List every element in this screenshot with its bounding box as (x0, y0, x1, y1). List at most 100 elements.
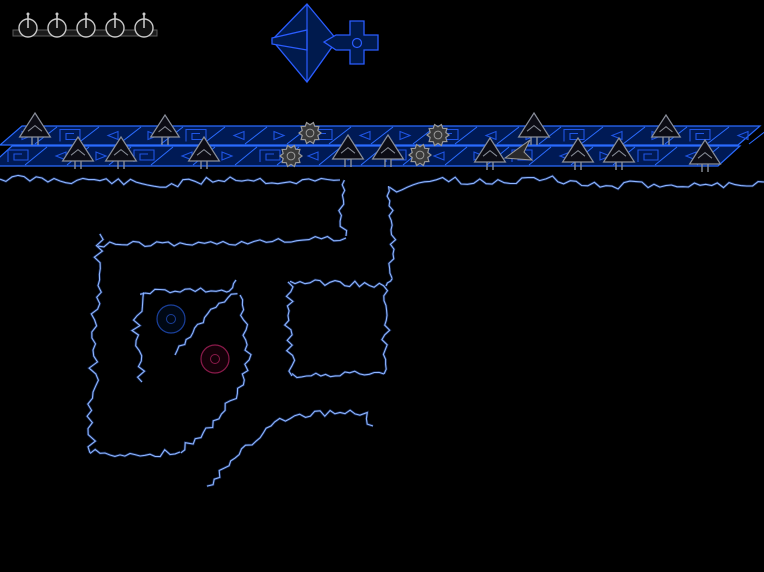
tree-branch (570, 149, 586, 157)
platform-seam (654, 146, 678, 166)
spiral-icon (689, 128, 711, 142)
tree-branch (482, 149, 498, 157)
island-wall (130, 292, 146, 383)
arrow-right-icon (95, 151, 108, 161)
shaft-wall (338, 179, 348, 237)
bomb-spark (55, 12, 59, 16)
cog-body (298, 121, 322, 145)
cog-body (279, 144, 303, 168)
platform-seam (150, 146, 174, 166)
cog-hub (286, 151, 296, 161)
chamber-top (289, 279, 385, 288)
bomb-spark (26, 12, 30, 16)
island-top-glow (139, 279, 238, 296)
platform-seam (496, 126, 520, 145)
platform-row (0, 125, 764, 146)
platform-seam (622, 126, 646, 145)
platform-seam (454, 126, 478, 145)
arrow-right-icon (273, 130, 286, 141)
bomb-icon (18, 12, 38, 38)
tree-branch (70, 148, 86, 156)
bomb-spark (84, 12, 88, 16)
platform-rows (0, 125, 764, 167)
tree-icon (61, 135, 95, 169)
tree-branch (340, 146, 356, 154)
arrow-left-icon (484, 130, 497, 141)
arrow-right-icon (221, 151, 234, 161)
tree-icon (104, 135, 138, 169)
tree-branch (158, 126, 172, 133)
bomb-spark (142, 12, 146, 16)
tree-icon (473, 136, 507, 170)
mothership (271, 3, 379, 84)
enemy-orb (200, 344, 230, 374)
bomb-icon (134, 12, 154, 38)
platform-seam (580, 126, 604, 145)
cog-hub (433, 130, 443, 140)
tree-branch (611, 149, 627, 157)
cog-body (426, 123, 450, 147)
platform-seam (706, 126, 730, 145)
cog-icon (426, 123, 450, 147)
tree-canopy (650, 113, 682, 138)
enemy-core (210, 354, 220, 364)
rocket-icon (503, 139, 534, 161)
tree-icon (602, 136, 636, 170)
arrow-left-icon (736, 130, 749, 141)
cog-body (408, 143, 432, 167)
platform-seam (538, 126, 562, 145)
island-slope (174, 293, 238, 356)
cog-icon (298, 121, 322, 145)
cog-icon (279, 144, 303, 168)
platform-seam (444, 146, 468, 166)
platform-seam (748, 131, 764, 145)
tree-row (18, 111, 722, 172)
arrow-left-icon (232, 130, 245, 141)
lives-indicator (12, 12, 158, 38)
lower-tunnel (206, 409, 374, 487)
bomb-icon (76, 12, 96, 38)
chamber-floor (291, 370, 385, 379)
platform-seam (24, 146, 48, 166)
platform-seam (234, 146, 258, 166)
shaft-wall (386, 186, 397, 279)
bomb-spark (113, 12, 117, 16)
platform-row (0, 145, 742, 167)
player-core (166, 314, 176, 324)
tree-icon (371, 133, 405, 167)
tree-branch (659, 126, 673, 133)
chamber-link (385, 278, 393, 287)
platform-seam (528, 146, 552, 166)
arrow-left-icon (610, 130, 623, 141)
arrow-left-icon (106, 130, 119, 141)
platform-slab (0, 145, 742, 167)
platform-seam (318, 146, 342, 166)
spiral-icon (563, 128, 585, 142)
chamber-wall (283, 281, 296, 377)
ship-cannon (322, 20, 379, 65)
tree-icon (517, 111, 551, 145)
lower-tunnel-glow (206, 408, 374, 488)
spiral-icon (7, 149, 29, 162)
cog-hub (415, 150, 425, 160)
tree-branch (196, 148, 212, 156)
tree-icon (331, 133, 365, 167)
platform-slab (0, 125, 762, 146)
arrow-right-icon (599, 151, 612, 161)
ground-line (388, 175, 764, 193)
cave-terrain (0, 174, 764, 488)
ground-line (0, 174, 341, 188)
cog-hub (305, 128, 315, 138)
spiral-icon (133, 149, 155, 162)
platform-seam (370, 126, 394, 145)
cave-ceiling (97, 235, 347, 248)
cog-turrets (279, 121, 534, 168)
tree-branch (27, 124, 43, 132)
ring-icon (156, 304, 186, 334)
bomb-icon (105, 12, 125, 38)
cog-icon (408, 143, 432, 167)
tree-branch (697, 151, 713, 159)
ship-port (351, 37, 363, 49)
spiral-icon (259, 149, 281, 162)
cave-slope (180, 294, 252, 454)
